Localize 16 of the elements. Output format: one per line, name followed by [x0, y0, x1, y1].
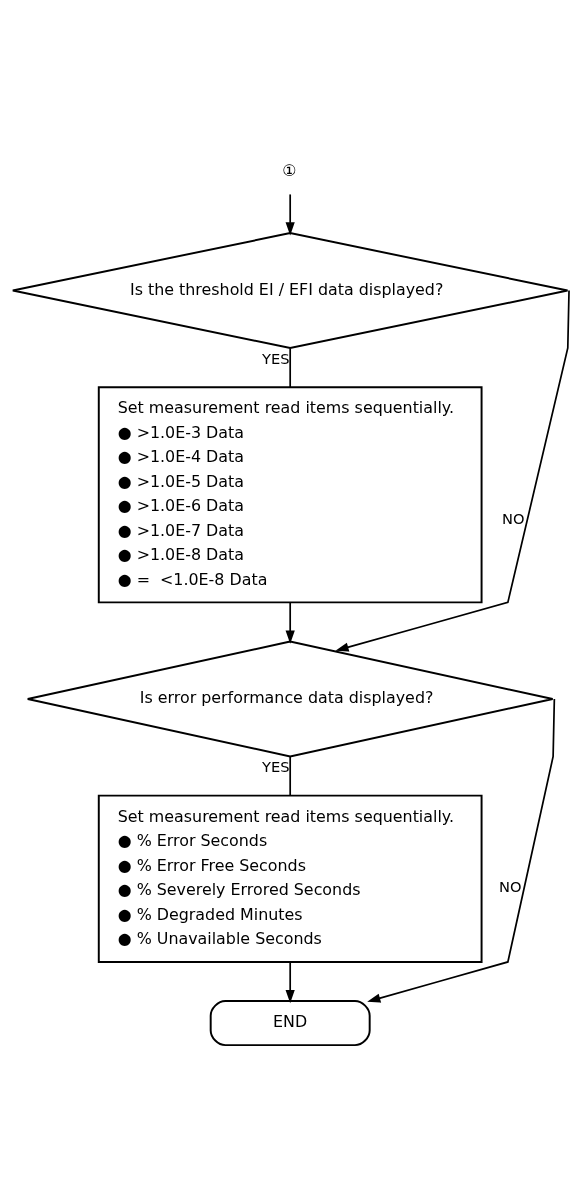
node-diamond: Is the threshold EI / EFI data displayed?: [11, 231, 569, 349]
edge-label: YES: [262, 349, 290, 367]
arrow: [285, 193, 295, 235]
arrow: [335, 289, 570, 652]
node-text: ①: [282, 160, 297, 180]
arrow: [367, 697, 556, 1003]
connector: [289, 347, 292, 388]
connector: [289, 755, 292, 796]
node-box: Set measurement read items sequentially. ● % Error Seconds ● % Error Free Seconds ● % Severely Errored Seconds ● % Degraded Minutes ● % Unavailable Seconds: [97, 794, 483, 963]
edge-label: NO: [499, 877, 522, 895]
node-box: END: [209, 999, 371, 1046]
edge-label: NO: [502, 509, 525, 527]
arrow: [285, 960, 295, 1003]
node-box: Set measurement read items sequentially. ● >1.0E-3 Data ● >1.0E-4 Data ● >1.0E-5 Data ● >1.0E-6 Data ● >1.0E-7 Data ● >1.0E-8 Data ● = <1.0E-8 Data: [97, 385, 483, 603]
arrow: [285, 601, 295, 644]
edge-label: YES: [262, 757, 290, 775]
